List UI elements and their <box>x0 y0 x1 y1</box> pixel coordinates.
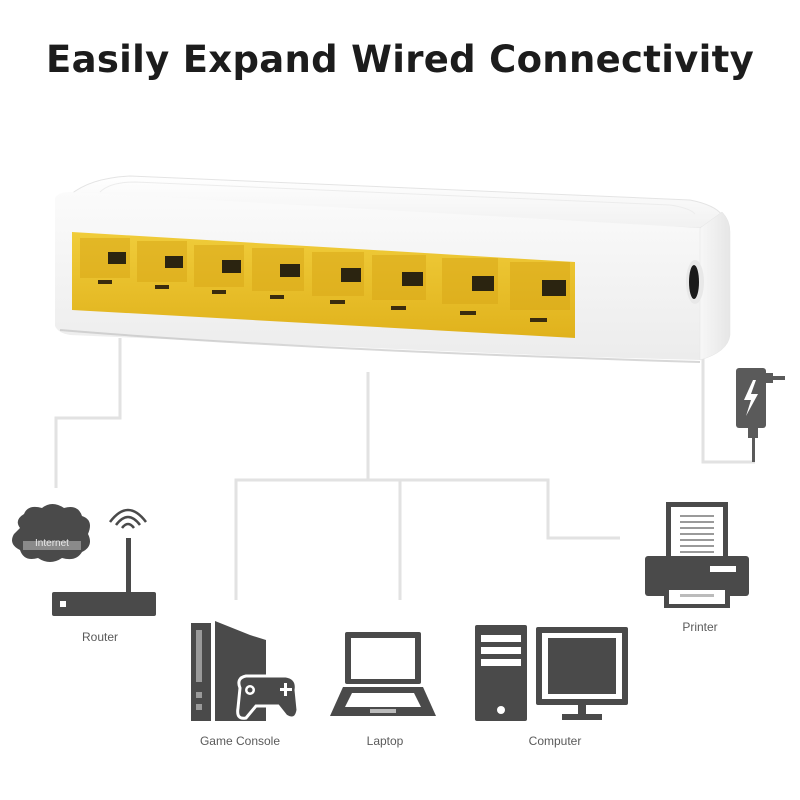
port-7 <box>442 258 498 315</box>
computer-icon <box>475 625 628 721</box>
page-title: Easily Expand Wired Connectivity <box>46 38 754 81</box>
power-adapter-icon <box>736 368 785 462</box>
router-label: Router <box>81 630 119 644</box>
ethernet-ports <box>80 238 570 322</box>
power-jack <box>686 260 704 304</box>
computer-label: Computer <box>528 734 582 748</box>
laptop-label: Laptop <box>366 734 404 748</box>
port-2 <box>137 241 187 289</box>
port-8 <box>510 262 570 322</box>
game-console-icon <box>191 621 300 721</box>
port-4 <box>252 248 304 299</box>
network-switch <box>55 175 731 363</box>
printer-icon <box>645 502 749 608</box>
cloud-icon <box>12 504 90 562</box>
router-icon <box>12 504 156 616</box>
port-1 <box>80 238 130 284</box>
game-console-label: Game Console <box>199 734 281 748</box>
printer-label: Printer <box>682 620 718 634</box>
connection-lines <box>54 338 755 600</box>
port-3 <box>194 245 244 294</box>
port-6 <box>372 255 426 310</box>
port-5 <box>312 252 364 304</box>
internet-label: Internet <box>35 538 69 549</box>
laptop-icon <box>330 632 436 716</box>
